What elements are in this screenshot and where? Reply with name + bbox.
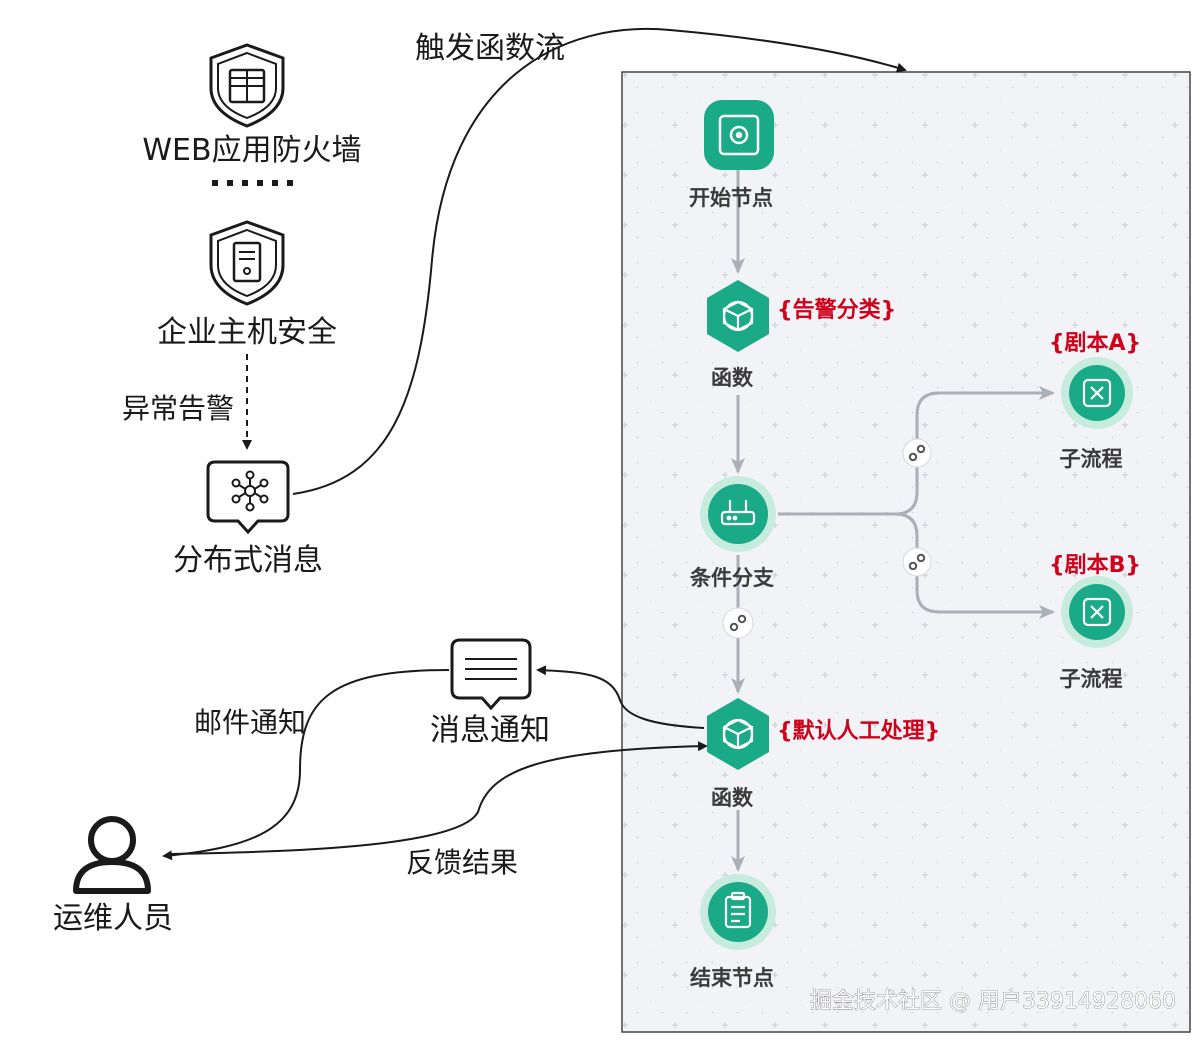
function-node-2[interactable] — [707, 698, 769, 770]
edge-branch-to-sub-b — [894, 512, 1055, 619]
anomaly-alert-label: 异常告警 — [122, 392, 234, 425]
subflow-a-node[interactable] — [1061, 357, 1133, 429]
router-icon — [720, 500, 756, 526]
message-hub-icon — [206, 460, 290, 535]
message-notify-label: 消息通知 — [430, 713, 550, 748]
clipboard-icon — [724, 891, 752, 929]
end-node[interactable] — [700, 874, 776, 950]
subflow-a-label: 子流程 — [1060, 447, 1123, 471]
link-badge-c — [722, 607, 754, 639]
shield-grid-icon — [209, 43, 285, 128]
target-icon — [718, 114, 760, 156]
flow-panel — [621, 71, 1191, 1033]
link-icon — [729, 614, 747, 632]
host-security-label: 企业主机安全 — [157, 315, 337, 350]
distributed-message-label: 分布式消息 — [173, 543, 323, 578]
start-node[interactable] — [704, 100, 774, 170]
function-node-1[interactable] — [707, 280, 769, 352]
ellipsis-separator — [212, 180, 293, 186]
link-icon — [908, 553, 926, 571]
trigger-label: 触发函数流 — [415, 31, 565, 66]
feedback-arrow — [169, 741, 708, 855]
link-icon — [908, 444, 926, 462]
function-node-2-tag: {默认人工处理} — [777, 718, 940, 744]
subflow-icon — [1082, 597, 1112, 627]
branch-node-label: 条件分支 — [690, 566, 775, 590]
subflow-b-label: 子流程 — [1060, 667, 1123, 691]
shield-server-icon — [209, 220, 285, 306]
branch-node[interactable] — [700, 476, 776, 552]
chat-lines-icon — [450, 638, 532, 711]
subflow-b-tag: {剧本B} — [1049, 553, 1141, 578]
subflow-a-tag: {剧本A} — [1049, 331, 1141, 356]
waf-label: WEB应用防火墙 — [142, 133, 361, 168]
email-notify-label: 邮件通知 — [194, 706, 306, 739]
notify-arrow — [536, 665, 705, 729]
function-node-1-label: 函数 — [711, 366, 754, 390]
box-icon — [722, 718, 754, 750]
function-node-1-tag: {告警分类} — [777, 298, 896, 323]
person-icon — [73, 816, 151, 894]
box-icon — [722, 300, 754, 332]
watermark-text: 掘金技术社区 @ 用户33914928060 — [810, 989, 1176, 1014]
trigger-arrow — [292, 28, 907, 495]
ops-label: 运维人员 — [53, 901, 173, 936]
start-node-label: 开始节点 — [689, 186, 773, 210]
feedback-label: 反馈结果 — [406, 846, 518, 879]
end-node-label: 结束节点 — [690, 966, 774, 990]
function-node-2-label: 函数 — [711, 786, 754, 810]
email-notify-arrow — [162, 669, 450, 861]
link-badge-a — [902, 438, 932, 468]
subflow-icon — [1082, 378, 1112, 408]
subflow-b-node[interactable] — [1061, 576, 1133, 648]
link-badge-b — [902, 547, 932, 577]
